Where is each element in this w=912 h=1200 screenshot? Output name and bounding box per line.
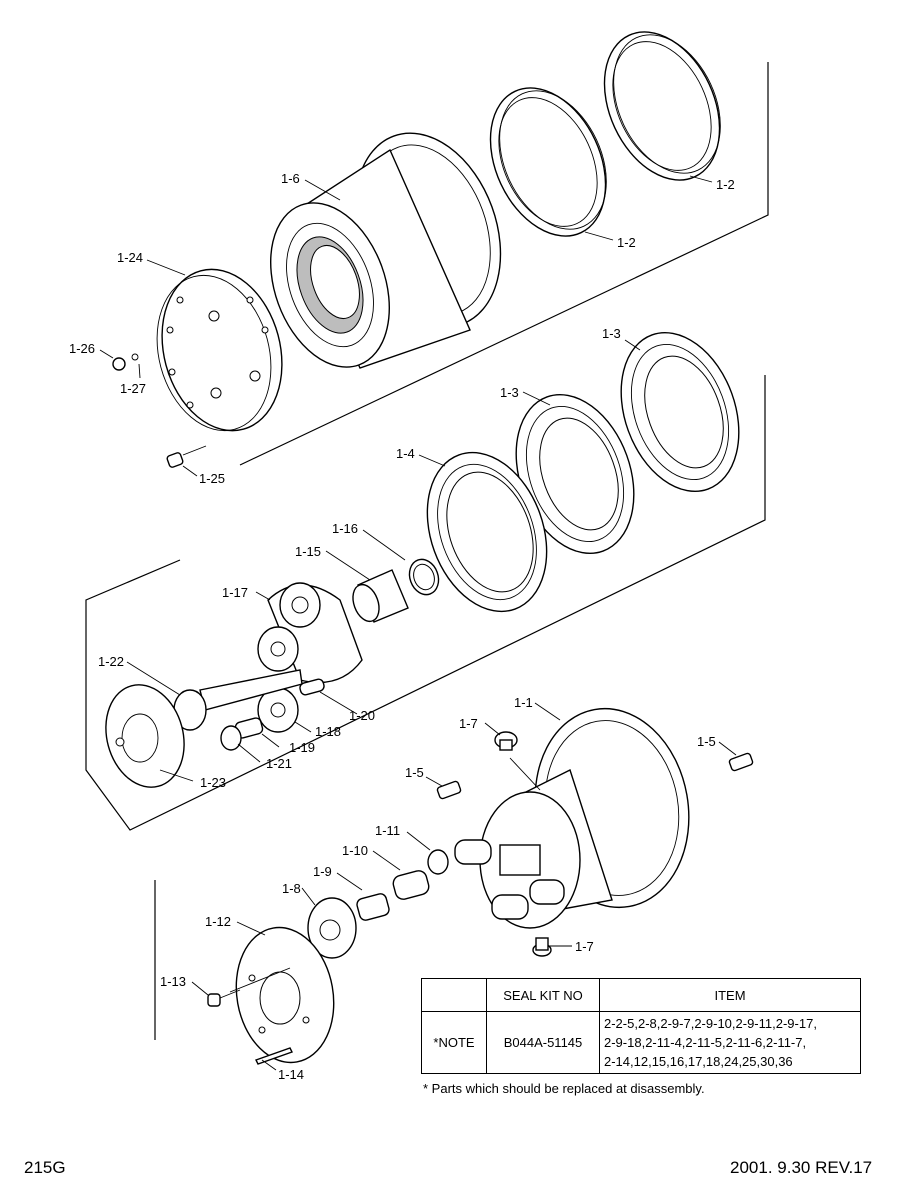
plug-1-7-bottom [532, 937, 552, 957]
pin-1-14 [255, 1047, 293, 1065]
table-cell-note: *NOTE [421, 1011, 487, 1074]
seal-ring-1-2-front [489, 87, 607, 237]
label-1-11: 1-11 [375, 823, 400, 838]
label-1-17: 1-17 [222, 585, 248, 600]
needle-bearing-1-9 [356, 893, 390, 921]
cover-plate-1-24 [156, 268, 283, 432]
leader-lines [99, 175, 737, 1071]
item-line: 2-14,12,15,16,17,18,24,25,30,36 [604, 1054, 793, 1069]
ring-1-11 [427, 849, 449, 875]
housing-1-1 [454, 707, 690, 929]
label-1-26: 1-26 [69, 341, 95, 356]
washer-1-21 [220, 725, 242, 751]
table-header-item: ITEM [599, 978, 861, 1012]
label-1-22: 1-22 [98, 654, 124, 669]
label-1-3-back: 1-3 [602, 326, 621, 341]
snap-ring-1-16 [408, 558, 440, 596]
plug-1-26 [112, 353, 139, 371]
plate-1-23 [105, 684, 185, 788]
plate-1-12 [235, 926, 335, 1064]
label-1-12: 1-12 [205, 914, 231, 929]
table-header-kit-no: SEAL KIT NO [486, 978, 600, 1012]
label-1-7-bottom: 1-7 [575, 939, 594, 954]
label-1-5-left: 1-5 [405, 765, 424, 780]
table-header-row: SEAL KIT NO ITEM [421, 978, 861, 1012]
plug-1-7-top [494, 731, 518, 751]
table-row: *NOTE B044A-51145 2-2-5,2-8,2-9-7,2-9-10… [421, 1011, 861, 1074]
bushing-1-10 [392, 870, 430, 900]
plug-1-25 [166, 445, 207, 468]
bearing-1-3-back [620, 331, 740, 493]
seal-ring-1-2-back [603, 31, 721, 181]
label-1-1: 1-1 [514, 695, 533, 710]
revision-date: 2001. 9.30 REV.17 [730, 1158, 873, 1177]
frame-middle [85, 375, 766, 831]
label-1-6: 1-6 [281, 171, 300, 186]
label-1-27: 1-27 [120, 381, 146, 396]
table-cell-items: 2-2-5,2-8,2-9-7,2-9-10,2-9-11,2-9-17, 2-… [599, 1011, 861, 1074]
bearing-1-3-front [515, 393, 635, 555]
label-1-7-top: 1-7 [459, 716, 478, 731]
nut-1-13 [207, 989, 241, 1007]
label-1-21: 1-21 [266, 756, 292, 771]
seal-kit-table: SEAL KIT NO ITEM *NOTE B044A-51145 2-2-5… [421, 978, 861, 1074]
label-1-16: 1-16 [332, 521, 358, 536]
label-1-14: 1-14 [278, 1067, 304, 1082]
label-1-19: 1-19 [289, 740, 315, 755]
label-1-10: 1-10 [342, 843, 368, 858]
screw-1-5-right [728, 752, 754, 772]
screw-1-5-left [436, 780, 462, 800]
label-1-2-back: 1-2 [716, 177, 735, 192]
label-1-2-front: 1-2 [617, 235, 636, 250]
label-1-23: 1-23 [200, 775, 226, 790]
gear-1-8 [307, 897, 357, 959]
label-1-18: 1-18 [315, 724, 341, 739]
label-1-20: 1-20 [349, 708, 375, 723]
label-1-5-right: 1-5 [697, 734, 716, 749]
label-1-4: 1-4 [396, 446, 415, 461]
hub-drum-1-6 [270, 132, 502, 369]
label-1-24: 1-24 [117, 250, 143, 265]
label-1-8: 1-8 [282, 881, 301, 896]
item-line: 2-2-5,2-8,2-9-7,2-9-10,2-9-11,2-9-17, [604, 1016, 817, 1031]
table-cell-kit-no: B044A-51145 [486, 1011, 600, 1074]
frame-upper [239, 62, 769, 466]
item-line: 2-9-18,2-11-4,2-11-5,2-11-6,2-11-7, [604, 1035, 807, 1050]
label-1-25: 1-25 [199, 471, 225, 486]
pin-1-20 [299, 678, 325, 696]
label-1-3-front: 1-3 [500, 385, 519, 400]
table-header-blank [421, 978, 487, 1012]
label-1-9: 1-9 [313, 864, 332, 879]
sun-gear-1-15 [352, 569, 409, 623]
label-1-15: 1-15 [295, 544, 321, 559]
planet-gear-1-18 [257, 687, 299, 733]
model-code: 215G [24, 1158, 66, 1177]
seal-1-4 [426, 451, 548, 613]
label-1-13: 1-13 [160, 974, 186, 989]
table-footnote: * Parts which should be replaced at disa… [423, 1081, 705, 1096]
planet-gear-upper [257, 626, 299, 672]
